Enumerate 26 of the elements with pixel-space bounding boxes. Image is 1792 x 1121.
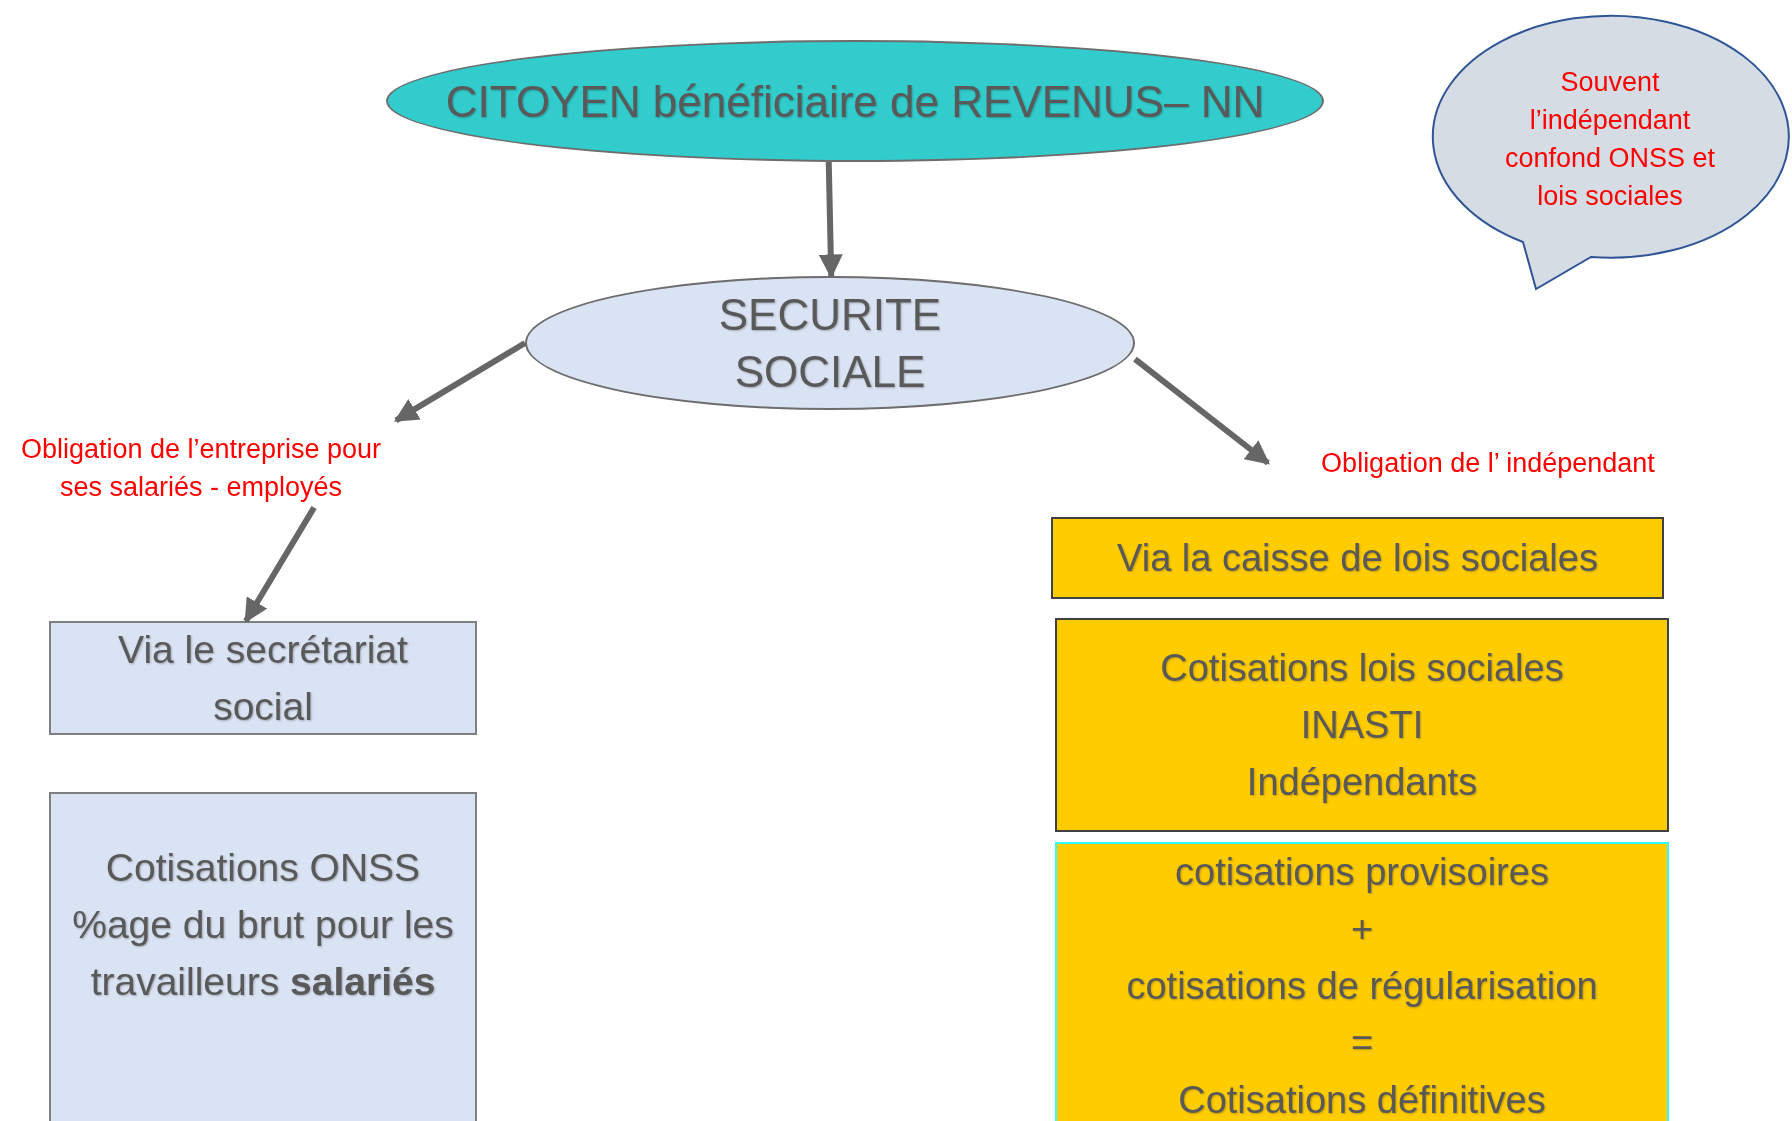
box-text: Cotisations lois sociales: [1160, 645, 1564, 691]
box-text: cotisations provisoires: [1175, 850, 1549, 895]
annotation-text: Obligation de l’ indépendant: [1321, 447, 1655, 480]
annotation-text: Obligation de l’entreprise pour ses salariés - employés: [19, 433, 383, 504]
arrow: [393, 340, 527, 423]
box-text: +: [1350, 907, 1374, 952]
box-text: Via la caisse de lois sociales: [1117, 535, 1598, 581]
bubble-text: Souvent l’indépendant confond ONSS et lois sociales: [1503, 66, 1717, 213]
process-box: [1055, 842, 1669, 1121]
box-text: Cotisations ONSS %age du brut pour les travailleurs salariés: [71, 845, 455, 1005]
process-box: [49, 621, 477, 735]
process-box: [1051, 517, 1664, 599]
node-title: SECURITE SOCIALE: [717, 289, 943, 398]
speech-bubble: [1430, 13, 1790, 293]
arrow: [243, 505, 317, 624]
node-title: CITOYEN bénéficiaire de REVENUS– NN: [445, 75, 1265, 128]
box-text: cotisations de régularisation: [1126, 964, 1598, 1009]
process-box: [49, 792, 477, 1121]
arrow: [1133, 356, 1270, 466]
box-text: =: [1350, 1021, 1374, 1066]
box-text: Via le secrétariat social: [117, 627, 409, 730]
arrow: [818, 161, 843, 279]
box-text: Cotisations définitives: [1178, 1078, 1546, 1121]
box-text: INASTI: [1300, 702, 1424, 748]
box-text: Indépendants: [1246, 759, 1478, 805]
process-box: [1055, 618, 1669, 832]
